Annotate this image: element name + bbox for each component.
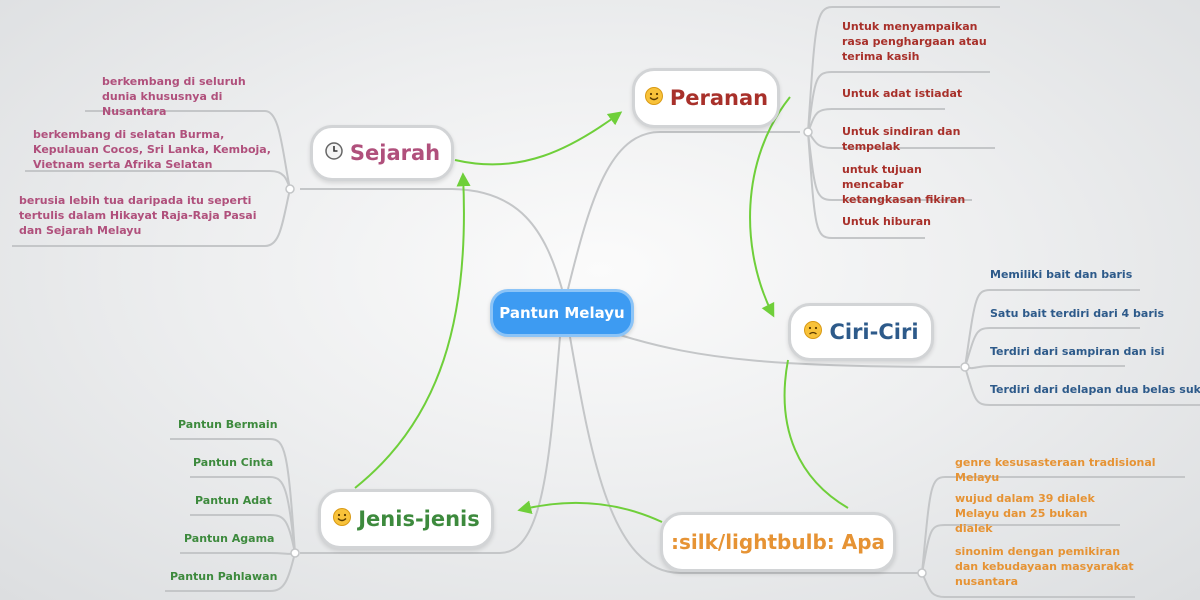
smile-icon xyxy=(332,507,352,532)
leaf-peranan-3[interactable]: Untuk sindiran dan tempelak xyxy=(842,125,961,153)
link-sejarah-1 xyxy=(85,110,291,190)
link-sejarah-3 xyxy=(12,188,291,247)
link-apa-2 xyxy=(921,524,1120,574)
link-apa-3 xyxy=(921,572,1135,598)
leaf-apa-2[interactable]: wujud dalam 39 dialek Melayu dan 25 buka… xyxy=(955,492,1095,535)
clock-icon xyxy=(324,141,344,166)
link-ciri-4 xyxy=(964,366,1200,406)
link-peranan-2 xyxy=(807,108,945,133)
link-peranan-5 xyxy=(807,131,925,239)
leaf-jenis-2[interactable]: Pantun Cinta xyxy=(193,456,274,469)
frown-icon xyxy=(803,320,823,345)
leaf-ciri-1[interactable]: Memiliki bait dan baris xyxy=(990,268,1133,281)
topic-jenis-jenis[interactable]: Jenis-jenis xyxy=(318,489,494,549)
central-topic[interactable]: Pantun Melayu xyxy=(490,289,634,337)
topic-sejarah-label: Sejarah xyxy=(349,141,441,165)
central-topic-label: Pantun Melayu xyxy=(499,304,625,322)
topic-apa-label: :silk/lightbulb: Apa xyxy=(670,530,886,554)
leaf-ciri-4[interactable]: Terdiri dari delapan dua belas suku kata xyxy=(990,383,1200,396)
topic-peranan-label: Peranan xyxy=(669,86,769,110)
leaf-jenis-1[interactable]: Pantun Bermain xyxy=(178,418,278,431)
topic-jenis-label: Jenis-jenis xyxy=(358,507,480,531)
link-center-jenis xyxy=(300,336,561,554)
leaf-peranan-5[interactable]: Untuk hiburan xyxy=(842,215,931,228)
link-jenis-2 xyxy=(190,476,296,554)
arrow-apa-jenis xyxy=(517,500,663,523)
link-center-ciri xyxy=(619,334,961,368)
leaf-ciri-2[interactable]: Satu bait terdiri dari 4 baris xyxy=(990,307,1165,320)
link-ciri-2 xyxy=(964,327,1140,368)
link-jenis-1 xyxy=(170,438,296,554)
leaf-apa-1[interactable]: genre kesusasteraan tradisional Melayu xyxy=(955,456,1156,484)
leaf-peranan-4[interactable]: untuk tujuan mencabar ketangkasan fikira… xyxy=(842,163,966,206)
leaf-ciri-3[interactable]: Terdiri dari sampiran dan isi xyxy=(990,345,1165,358)
leaf-jenis-3[interactable]: Pantun Adat xyxy=(195,494,272,507)
link-peranan-1 xyxy=(807,71,990,133)
smile-icon xyxy=(644,86,664,111)
link-jenis-3 xyxy=(190,514,296,554)
link-sejarah-2 xyxy=(25,170,291,190)
link-ciri-3 xyxy=(964,365,1125,370)
link-center-peranan xyxy=(567,131,800,290)
link-center-sejarah xyxy=(300,188,563,290)
link-apa-1 xyxy=(921,476,1185,574)
topic-ciri-label: Ciri-Ciri xyxy=(829,320,919,344)
arrow-jenis-sejarah xyxy=(354,172,471,489)
link-jenis-4 xyxy=(180,552,296,555)
link-peranan-0 xyxy=(807,6,1000,133)
leaf-sejarah-1[interactable]: berkembang di seluruh dunia khususnya di… xyxy=(102,75,246,118)
leaf-sejarah-3[interactable]: berusia lebih tua daripada itu seperti t… xyxy=(19,194,257,237)
topic-apa[interactable]: :silk/lightbulb: Apa xyxy=(660,512,896,572)
topic-sejarah[interactable]: Sejarah xyxy=(310,125,454,181)
topic-ciri-ciri[interactable]: Ciri-Ciri xyxy=(788,303,934,361)
link-ciri-1 xyxy=(964,289,1140,368)
link-jenis-5 xyxy=(165,552,296,592)
arrow-ciri-apa xyxy=(783,359,849,509)
topic-peranan[interactable]: Peranan xyxy=(632,68,780,128)
leaf-peranan-1[interactable]: Untuk menyampaikan rasa penghargaan atau… xyxy=(842,20,987,63)
leaf-peranan-2[interactable]: Untuk adat istiadat xyxy=(842,87,963,100)
arrow-sejarah-peranan xyxy=(454,111,623,166)
leaf-jenis-5[interactable]: Pantun Pahlawan xyxy=(170,570,278,583)
leaf-apa-3[interactable]: sinonim dengan pemikiran dan kebudayaan … xyxy=(955,545,1134,588)
leaf-sejarah-2[interactable]: berkembang di selatan Burma, Kepulauan C… xyxy=(33,128,271,171)
arrow-peranan-ciri xyxy=(749,96,791,318)
leaf-jenis-4[interactable]: Pantun Agama xyxy=(184,532,275,545)
